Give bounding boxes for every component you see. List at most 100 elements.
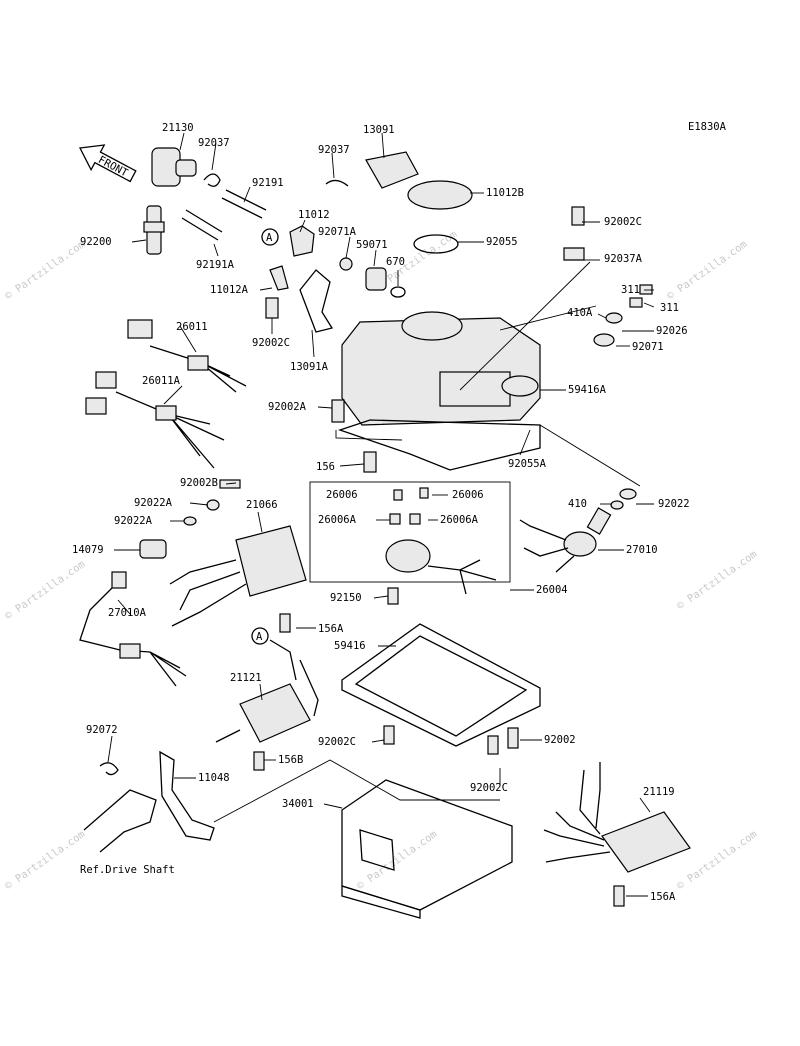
part-label: 92037 [318,144,350,156]
drive-shaft-bracket [83,789,157,853]
part-59416-drawing [341,623,541,747]
ref-drive-shaft-label: Ref.Drive Shaft [80,864,175,876]
part-label: 59416 [334,640,366,652]
part-26006A-drawing [409,513,421,525]
part-27010A-plug [119,643,141,659]
part-label: 156B [278,754,303,766]
part-label: 26006 [452,489,484,501]
part-92002C-drawing [487,735,499,755]
part-21121-drawing [215,639,319,743]
part-label: 59416A [568,384,607,396]
part-label: 26011A [142,375,181,387]
part-label: 92191A [196,259,235,271]
part-59416A-drawing [341,311,541,426]
part-21066-drawing [169,525,307,627]
part-label: 26006A [440,514,479,526]
part-410A-drawing [605,312,623,324]
part-label: 26004 [536,584,568,596]
part-label: 92022 [658,498,690,510]
part-label: 11012 [298,209,330,221]
part-label: 92072 [86,724,118,736]
part-92022-drawing [619,488,637,500]
part-670-drawing [390,286,406,298]
part-label: 92002C [604,216,642,228]
part-label: 92150 [330,592,362,604]
part-21130-drawing [151,147,197,187]
part-92002C-drawing [265,297,279,319]
part-11012B-drawing [407,180,473,210]
part-label: 13091A [290,361,329,373]
part-label: 11012A [210,284,249,296]
front-arrow-icon: FRONT [78,144,137,183]
part-26011A-drawing [85,371,225,469]
part-156A-drawing [613,885,625,907]
part-label: 92002B [180,477,218,489]
part-label: 14079 [72,544,104,556]
watermark-text: © Partzilla.com [675,548,760,612]
part-label: 156A [318,623,344,635]
part-92055-drawing [413,234,459,254]
part-92002C-drawing [571,206,585,226]
watermark-text: © Partzilla.com [675,828,760,892]
part-label: 92055A [508,458,547,470]
part-311-drawing [639,284,653,295]
part-label: 92055 [486,236,518,248]
part-21119-drawing [543,762,691,873]
watermark-text: © Partzilla.com [3,238,88,302]
part-410-drawing [610,500,624,510]
callout-a-top: A [261,228,279,246]
part-92002A-drawing [331,399,345,423]
part-26011-drawing [127,319,247,393]
part-92037A-drawing [563,247,585,261]
part-label: 92002C [252,337,290,349]
part-11012A-drawing [269,265,289,291]
part-92037-drawing [203,173,221,187]
part-label: 311 [621,284,640,296]
part-92072-drawing [99,762,119,776]
part-92200-drawing [143,205,165,255]
part-34001-drawing [341,779,513,919]
part-label: 92071A [318,226,357,238]
part-92002C-drawing [383,725,395,745]
part-27010-drawing [519,507,612,573]
part-92022A-drawing [183,516,197,526]
part-label: 92002C [318,736,356,748]
svg-text:A: A [256,631,263,643]
front-label: FRONT [96,154,130,180]
part-label: 21119 [643,786,675,798]
part-14079-drawing [111,539,167,589]
part-label: 156 [316,461,335,473]
part-11012-drawing [289,225,315,257]
part-label: 311 [660,302,679,314]
part-label: 92022A [134,497,173,509]
diagram-id: E1830A [688,121,727,133]
part-label: 92037 [198,137,230,149]
part-92071A-drawing [339,257,353,271]
part-156-drawing [363,451,377,473]
watermark-text: © Partzilla.com [3,558,88,622]
part-labels: 21130 92037 92037 13091 92191 11012 1101… [72,122,690,903]
part-label: 11048 [198,772,230,784]
part-label: 92200 [80,236,112,248]
part-label: 410 [568,498,587,510]
part-label: 92022A [114,515,153,527]
part-26006A-drawing [389,513,401,525]
part-label: 27010 [626,544,658,556]
watermark-text: © Partzilla.com [3,828,88,892]
part-label: 27010A [108,607,147,619]
leader-lines [107,132,655,897]
part-92191-drawing [221,189,267,219]
watermark-text: © Partzilla.com [665,238,750,302]
part-label: 34001 [282,798,314,810]
part-92002-drawing [507,727,519,749]
part-26006-drawing [393,489,403,501]
part-label: 21130 [162,122,194,134]
part-13091-drawing [365,151,419,189]
part-label: 670 [386,256,405,268]
part-label: 92002 [544,734,576,746]
part-label: 26006 [326,489,358,501]
part-label: 92002A [268,401,307,413]
callout-a-lower: A [251,627,269,645]
part-27010A-drawing [79,587,187,687]
part-label: 26011 [176,321,208,333]
